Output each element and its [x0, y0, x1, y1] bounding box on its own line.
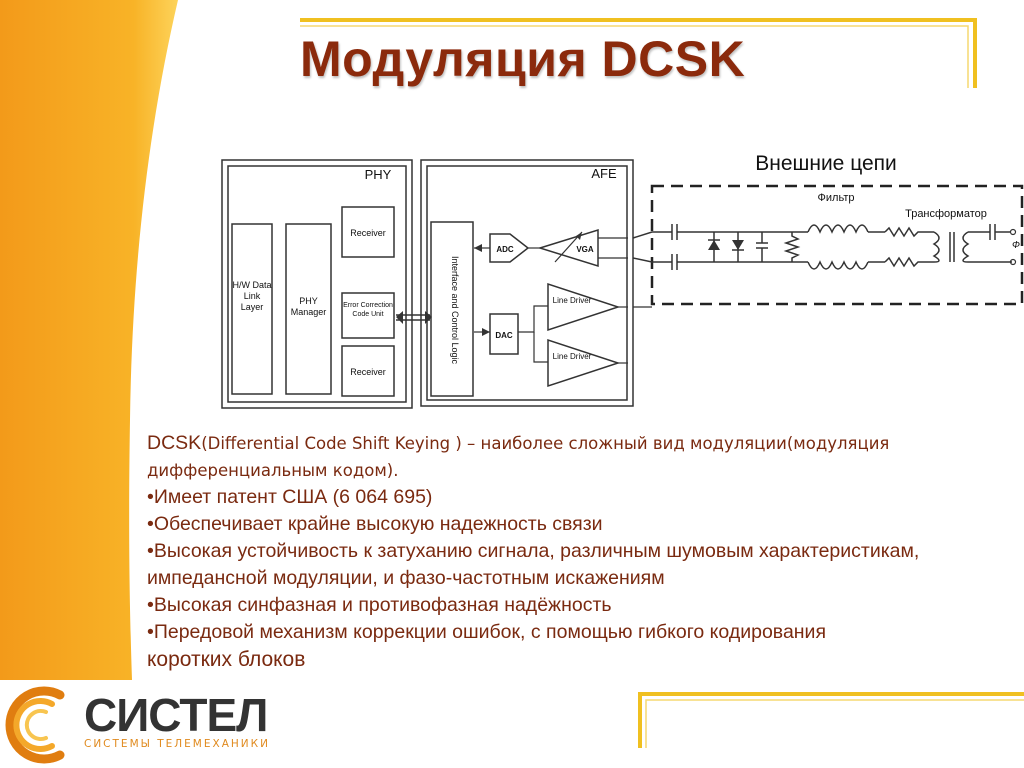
interface-control-block: [430, 221, 474, 397]
logo-tagline: СИСТЕМЫ ТЕЛЕМЕХАНИКИ: [84, 738, 270, 750]
hw-data-link-label: H/W Data Link Layer: [232, 280, 272, 312]
bullet-patent: •Имеет патент США (6 064 695): [147, 486, 433, 508]
orange-side-band: [0, 0, 178, 680]
hw-data-link-block: [231, 223, 273, 395]
intro-lead: DCSK: [147, 432, 202, 454]
error-correction-block: [341, 292, 395, 339]
vga-block: [537, 228, 599, 268]
bullet-resistance: •Высокая устойчивость к затуханию сигнал…: [147, 540, 920, 589]
slide-title: Модуляция DCSK: [300, 31, 746, 87]
receiver-label-top: Receiver: [350, 228, 386, 238]
interface-control-label: Interface and Control Logic: [450, 256, 460, 365]
bottom-frame: [638, 692, 1024, 748]
dac-block: [489, 313, 519, 355]
adc-label: ADC: [496, 245, 514, 254]
intro-rest: (Differential Code Shift Keying ) – наиб…: [147, 434, 890, 480]
bullet-error-correction: •Передовой механизм коррекции ошибок, с …: [147, 621, 827, 643]
receiver-block-bottom: [341, 345, 395, 397]
intro-paragraph: DCSK(Differential Code Shift Keying ) – …: [147, 430, 987, 484]
dac-label: DAC: [495, 331, 513, 340]
line-driver-2: [547, 338, 621, 388]
phase-symbol: Ф: [1012, 240, 1020, 251]
transformer-label: Трансформатор: [905, 208, 987, 220]
slide-body: DCSK(Differential Code Shift Keying ) – …: [147, 430, 987, 673]
logo-wordmark: СИСТЕЛ: [84, 689, 268, 741]
receiver-label-bottom: Receiver: [350, 367, 386, 377]
title-frame: [300, 18, 977, 88]
phy-label: PHY: [365, 167, 392, 182]
external-circuits-box: [650, 184, 1024, 306]
line-driver-1-label: Line Driver: [552, 296, 592, 305]
line-driver-2-label: Line Driver: [552, 352, 592, 361]
afe-label: AFE: [591, 166, 617, 181]
afe-block: [420, 159, 634, 407]
phy-block: [221, 159, 413, 409]
transformer-coil: [932, 231, 940, 263]
filter-label: Фильтр: [818, 192, 855, 204]
line-driver-1: [547, 282, 621, 332]
phy-manager-block: [285, 223, 332, 395]
adc-block: [489, 233, 530, 263]
phy-manager-label: PHY Manager: [290, 296, 327, 317]
error-correction-label: Error Correction Code Unit: [343, 302, 393, 318]
filter-inductor-top: [807, 224, 869, 234]
bullet-reliability: •Обеспечивает крайне высокую надежность …: [147, 513, 603, 535]
sistel-logo-mark: [5, 686, 65, 764]
external-circuits-label: Внешние цепи: [755, 152, 897, 175]
vga-label: VGA: [576, 245, 594, 254]
receiver-block-top: [341, 206, 395, 258]
bullet-error-correction-end: коротких блоков: [147, 648, 306, 671]
bullet-common-mode: •Высокая синфазная и противофазная надёж…: [147, 594, 612, 616]
